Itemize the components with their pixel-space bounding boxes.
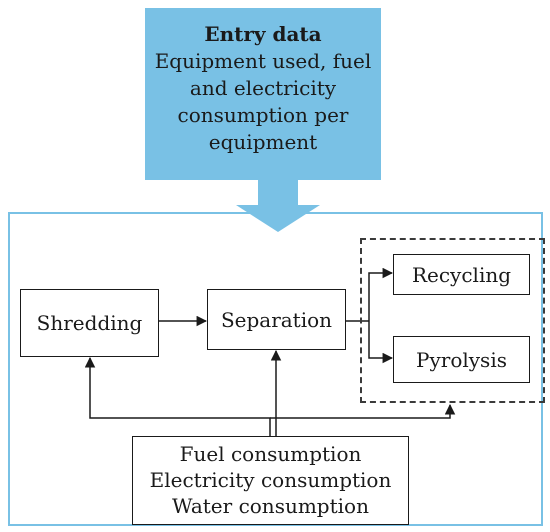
consumption-to-shredding-arrow bbox=[84, 356, 271, 436]
entry-data-line: consumption per bbox=[177, 103, 349, 127]
recycling-label: Recycling bbox=[411, 262, 512, 287]
entry-down-arrow bbox=[236, 178, 320, 232]
entry-data-title: Entry data bbox=[204, 22, 322, 46]
entry-data-line: and electricity bbox=[189, 76, 337, 100]
entry-data-line: Equipment used, fuel bbox=[154, 49, 372, 73]
shredding-node: Shredding bbox=[20, 289, 159, 357]
recycling-node: Recycling bbox=[393, 254, 530, 295]
electricity-consumption-label: Electricity consumption bbox=[149, 468, 392, 492]
separation-label: Separation bbox=[220, 307, 333, 332]
water-consumption-label: Water consumption bbox=[172, 494, 369, 518]
branch-to-pyrolysis-arrow bbox=[368, 321, 394, 364]
pyrolysis-label: Pyrolysis bbox=[416, 347, 507, 372]
entry-data-box: Entry data Equipment used, fuel and elec… bbox=[145, 8, 381, 180]
pyrolysis-node: Pyrolysis bbox=[393, 336, 530, 383]
consumption-box: Fuel consumption Electricity consumption… bbox=[132, 436, 409, 525]
branch-to-recycling-arrow bbox=[368, 267, 394, 321]
consumption-to-outputs-arrow bbox=[270, 403, 456, 419]
separation-node: Separation bbox=[207, 289, 346, 350]
entry-data-line: equipment bbox=[208, 130, 318, 154]
outputs-group bbox=[360, 238, 545, 403]
shredding-label: Shredding bbox=[36, 311, 143, 335]
fuel-consumption-label: Fuel consumption bbox=[179, 442, 362, 466]
